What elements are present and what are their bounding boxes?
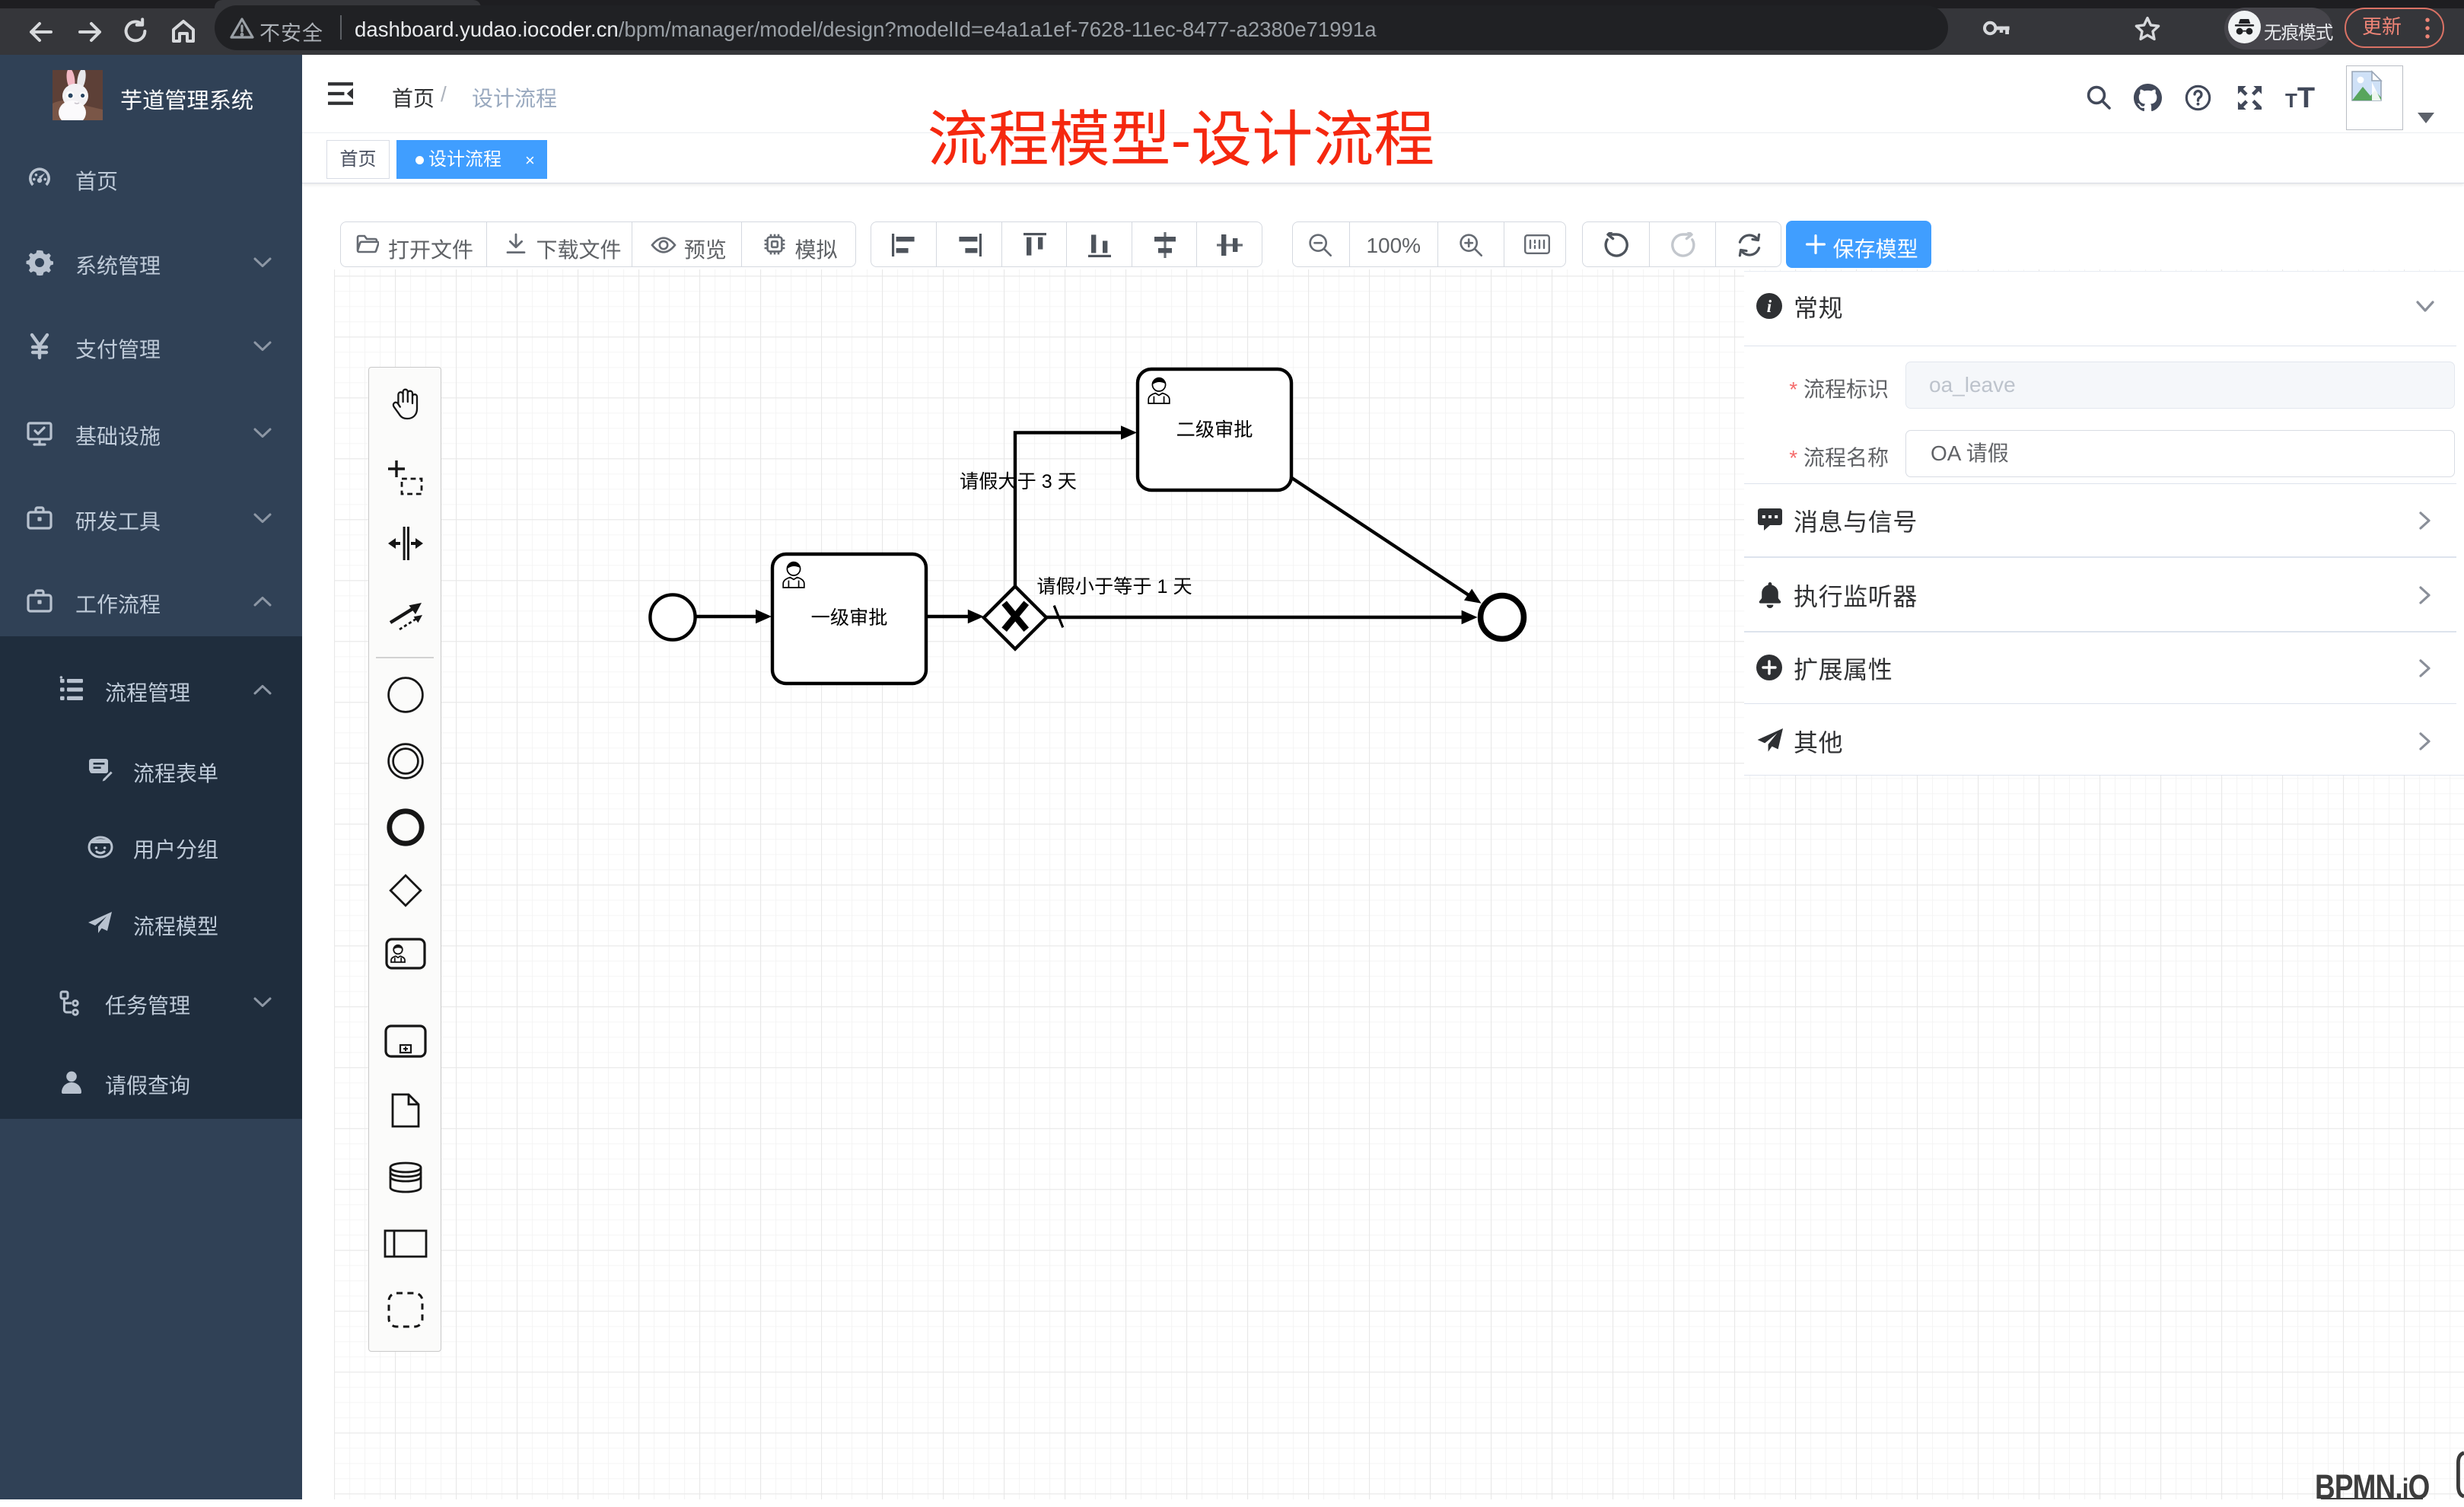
svg-text:i: i [1767,298,1772,317]
